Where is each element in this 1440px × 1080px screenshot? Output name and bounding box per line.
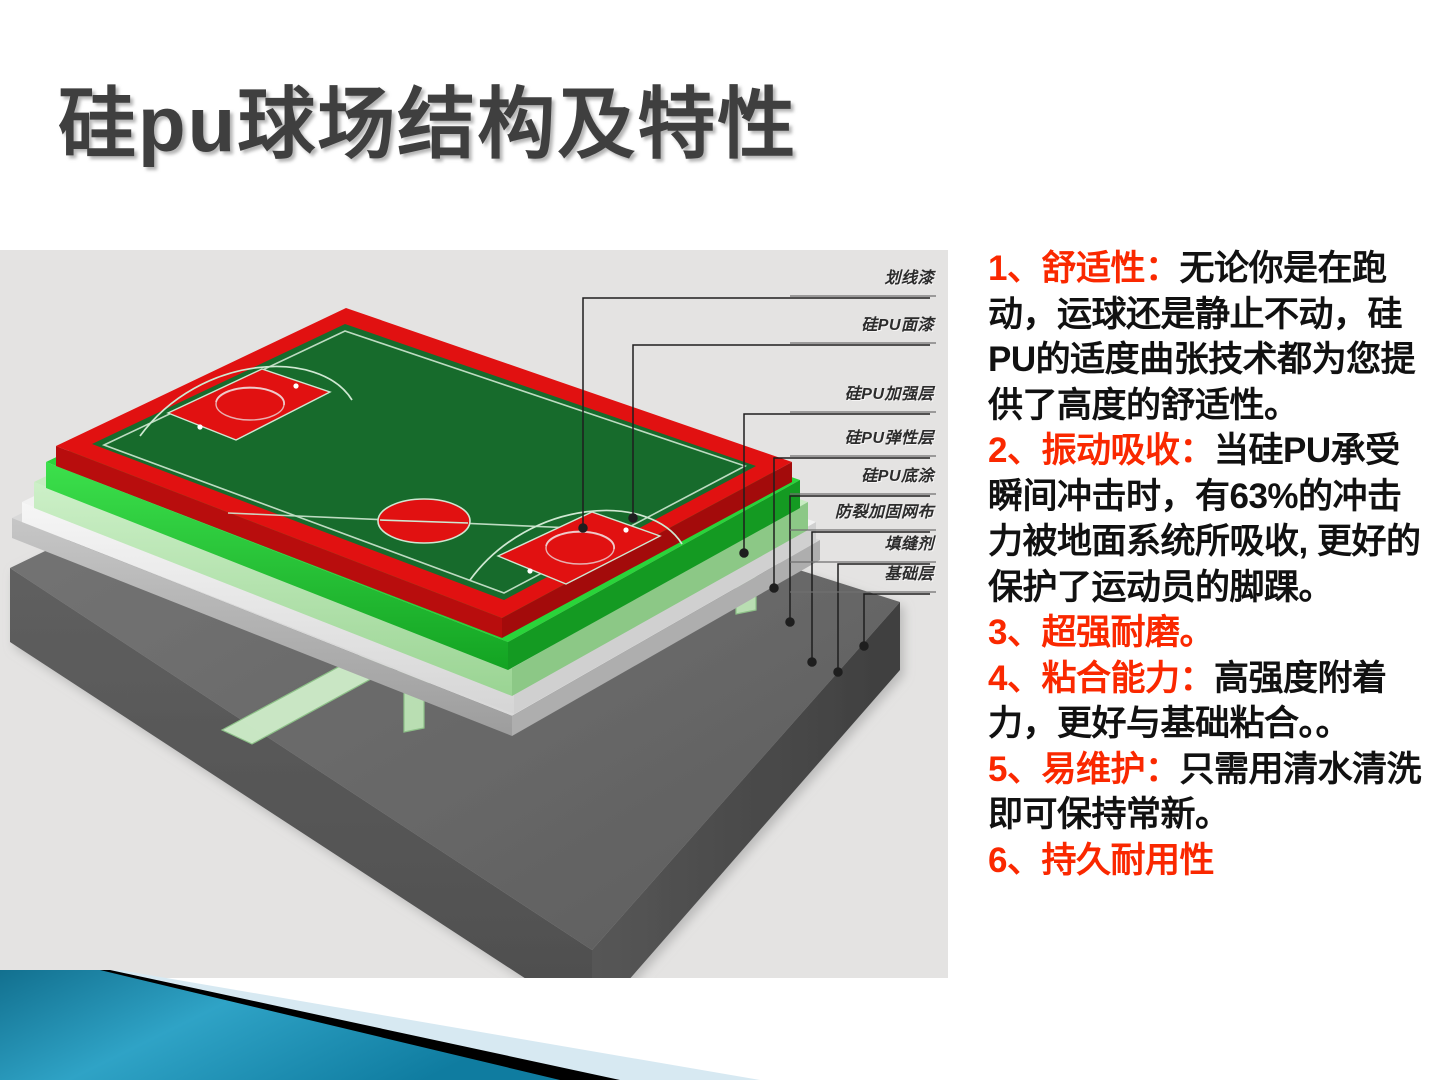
feature-2-head: 振动吸收：: [1041, 431, 1214, 470]
label-underlines: [790, 295, 936, 593]
diagram-label-line-paint: 划线漆: [884, 270, 934, 287]
feature-4-head: 粘合能力：: [1041, 658, 1214, 698]
feature-2-body: 当硅PU承受瞬间冲击时，有63%的冲击力被地面系统所吸收, 更好的保护了运动员的…: [988, 431, 1421, 607]
feature-item-4: 4、粘合能力：高强度附着力，更好与基础粘合。。: [988, 656, 1432, 747]
feature-2-number: 2、: [988, 431, 1042, 470]
diagram-label-base-layer: 基础层: [884, 566, 934, 583]
feature-item-6: 6、持久耐用性: [988, 838, 1432, 884]
diagram-label-primer: 硅PU底涂: [861, 468, 934, 485]
diagram-label-joint-sealant: 填缝剂: [884, 536, 934, 553]
feature-item-1: 1、舒适性：无论你是在跑动，运球还是静止不动，硅PU的适度曲张技术都为您提供了高…: [988, 246, 1432, 428]
features-list: 1、舒适性：无论你是在跑动，运球还是静止不动，硅PU的适度曲张技术都为您提供了高…: [988, 246, 1432, 883]
feature-item-2: 2、振动吸收：当硅PU承受瞬间冲击时，有63%的冲击力被地面系统所吸收, 更好的…: [988, 428, 1432, 610]
structure-diagram-image: 划线漆 硅PU面漆 硅PU加强层 硅PU弹性层 硅PU底涂 防裂加固网布 填缝剂…: [0, 250, 948, 978]
feature-5-number: 5、: [988, 749, 1042, 789]
leader-lines: [578, 297, 930, 677]
feature-4-number: 4、: [988, 658, 1042, 698]
feature-item-5: 5、易维护：只需用清水清洗即可保持常新。: [988, 747, 1432, 838]
diagram-label-elastic-layer: 硅PU弹性层: [844, 430, 934, 447]
feature-4-body: 高强度附着力，更好与基础粘合。。: [988, 658, 1387, 744]
deco-blue-wedge: [0, 970, 560, 1080]
slide-bottom-decoration: [0, 970, 760, 1080]
feature-1-head: 舒适性：: [1041, 249, 1180, 288]
basketball-court-surface: [56, 308, 792, 638]
feature-3-number: 3、: [988, 613, 1042, 652]
feature-5-body: 只需用清水清洗即可保持常新。: [988, 749, 1422, 835]
diagram-label-crack-mesh: 防裂加固网布: [834, 504, 934, 521]
feature-6-number: 6、: [988, 840, 1042, 880]
court-structure-svg: [10, 295, 936, 978]
feature-item-3: 3、超强耐磨。: [988, 610, 1432, 656]
diagram-label-surface-coat: 硅PU面漆: [861, 317, 934, 334]
key-area-top: [139, 365, 353, 441]
feature-5-head: 易维护：: [1041, 749, 1180, 789]
feature-3-head: 超强耐磨。: [1041, 613, 1214, 652]
diagram-label-reinforce-layer: 硅PU加强层: [844, 386, 934, 403]
key-area-bottom: [469, 509, 683, 585]
feature-1-body: 无论你是在跑动，运球还是静止不动，硅PU的适度曲张技术都为您提供了高度的舒适性。: [988, 249, 1416, 425]
page-title: 硅pu球场结构及特性: [58, 80, 798, 168]
feature-1-number: 1、: [988, 249, 1042, 288]
feature-6-head: 持久耐用性: [1041, 840, 1214, 880]
